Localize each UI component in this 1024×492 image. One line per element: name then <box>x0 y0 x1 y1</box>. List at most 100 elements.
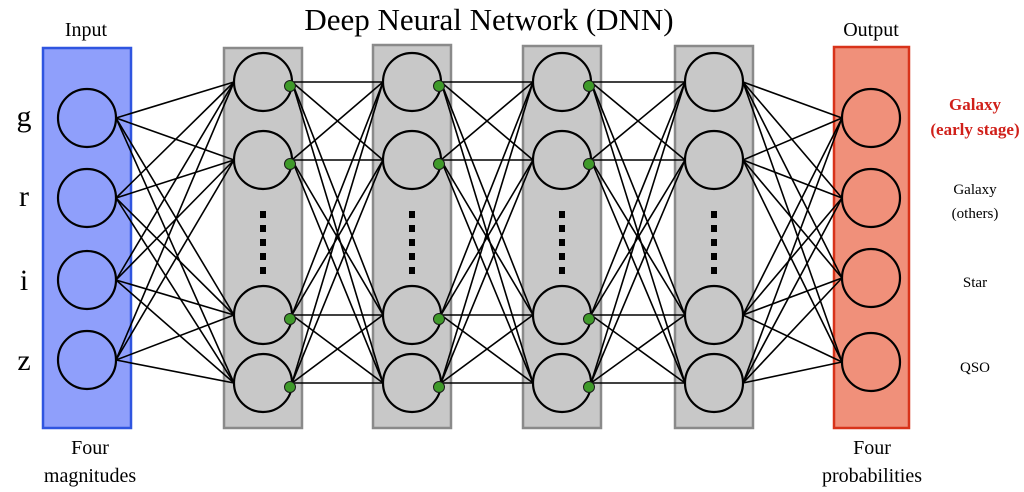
edge-input-hidden1 <box>115 197 235 384</box>
edge-hidden4-output <box>742 117 843 316</box>
edge-hidden3-hidden4 <box>590 159 686 316</box>
output-caption-line1: Four <box>853 437 891 459</box>
output-node-2 <box>840 167 902 229</box>
ellipsis-dot <box>711 253 717 260</box>
diagram-title: Deep Neural Network (DNN) <box>304 2 673 37</box>
hidden-node <box>381 129 443 191</box>
edge-input-hidden1 <box>115 359 235 384</box>
hidden-node <box>531 51 593 113</box>
ellipsis-dot <box>260 225 266 232</box>
output-label-2-line2: (others) <box>952 206 999 222</box>
input-caption-line2: magnitudes <box>44 465 136 487</box>
input-caption-line1: Four <box>71 437 109 459</box>
edge-hidden1-hidden2 <box>291 159 384 316</box>
edge-hidden3-hidden4 <box>590 314 686 384</box>
input-label-g: g <box>17 100 32 133</box>
input-header: Input <box>65 19 108 41</box>
edge-hidden4-output <box>742 159 843 363</box>
ellipsis-dot <box>711 211 717 218</box>
edge-hidden2-hidden3 <box>440 159 534 316</box>
hidden-node <box>683 51 745 113</box>
ellipsis-dot <box>409 239 415 246</box>
ellipsis-dot <box>559 211 565 218</box>
edge-input-hidden1 <box>115 314 235 361</box>
edge-hidden2-hidden3 <box>440 81 534 161</box>
ellipsis-dot <box>409 253 415 260</box>
hidden-node <box>683 352 745 414</box>
hidden-node <box>232 284 294 346</box>
activation-dot <box>284 381 296 393</box>
edge-hidden4-output <box>742 159 843 199</box>
ellipsis-dot <box>260 239 266 246</box>
edge-hidden4-output <box>742 361 843 384</box>
hidden-node <box>531 284 593 346</box>
edge-hidden3-hidden4 <box>590 81 686 384</box>
ellipsis-dot <box>409 267 415 274</box>
hidden-node <box>381 284 443 346</box>
ellipsis-dot <box>711 267 717 274</box>
edge-input-hidden1 <box>115 81 235 199</box>
ellipsis-dot <box>260 253 266 260</box>
edge-input-hidden1 <box>115 159 235 199</box>
edge-hidden3-hidden4 <box>590 81 686 161</box>
edge-hidden4-output <box>742 197 843 316</box>
output-node-4 <box>840 331 902 393</box>
edge-hidden4-output <box>742 81 843 119</box>
edge-input-hidden1 <box>115 81 235 281</box>
activation-dot <box>583 313 595 325</box>
activation-dot <box>583 381 595 393</box>
edge-input-hidden1 <box>115 279 235 384</box>
edge-hidden2-hidden3 <box>440 314 534 384</box>
ellipsis-dot <box>711 239 717 246</box>
activation-dot <box>433 381 445 393</box>
hidden-node <box>381 352 443 414</box>
edge-hidden1-hidden2 <box>291 81 384 161</box>
activation-dot <box>433 158 445 170</box>
hidden-node <box>232 129 294 191</box>
output-node-3 <box>840 247 902 309</box>
ellipsis-dot <box>260 211 266 218</box>
output-label-1-line2: (early stage) <box>930 120 1019 139</box>
edge-input-hidden1 <box>115 117 235 384</box>
edge-hidden4-output <box>742 197 843 384</box>
ellipsis-dot <box>409 211 415 218</box>
ellipsis-dot <box>260 267 266 274</box>
edge-input-hidden1 <box>115 117 235 316</box>
edge-hidden3-hidden4 <box>590 81 686 316</box>
output-header: Output <box>843 19 899 41</box>
output-node-1 <box>840 87 902 149</box>
edge-input-hidden1 <box>115 197 235 316</box>
input-label-z: z <box>17 344 30 377</box>
edge-input-hidden1 <box>115 81 235 361</box>
hidden-node <box>683 284 745 346</box>
activation-dot <box>284 80 296 92</box>
ellipsis-dot <box>559 239 565 246</box>
hidden-node <box>232 51 294 113</box>
edge-hidden4-output <box>742 81 843 279</box>
activation-dot <box>284 313 296 325</box>
ellipsis-dot <box>559 225 565 232</box>
edge-hidden4-output <box>742 117 843 161</box>
edge-input-hidden1 <box>115 159 235 361</box>
edge-hidden4-output <box>742 117 843 384</box>
edge-input-hidden1 <box>115 279 235 316</box>
ellipsis-dot <box>559 253 565 260</box>
output-label-4-line1: QSO <box>960 360 990 376</box>
edge-hidden3-hidden4 <box>590 159 686 384</box>
input-label-r: r <box>19 180 29 213</box>
edge-hidden1-hidden2 <box>291 314 384 384</box>
activation-dot <box>433 313 445 325</box>
activation-dot <box>284 158 296 170</box>
edge-hidden1-hidden2 <box>291 159 384 384</box>
activation-dot <box>583 80 595 92</box>
activation-dot <box>583 158 595 170</box>
output-label-3-line1: Star <box>963 275 987 291</box>
edge-hidden2-hidden3 <box>440 81 534 316</box>
input-node-r <box>56 167 118 229</box>
input-node-g <box>56 87 118 149</box>
edge-hidden4-output <box>742 159 843 279</box>
input-label-i: i <box>20 264 28 297</box>
edge-hidden4-output <box>742 81 843 363</box>
hidden-node <box>232 352 294 414</box>
